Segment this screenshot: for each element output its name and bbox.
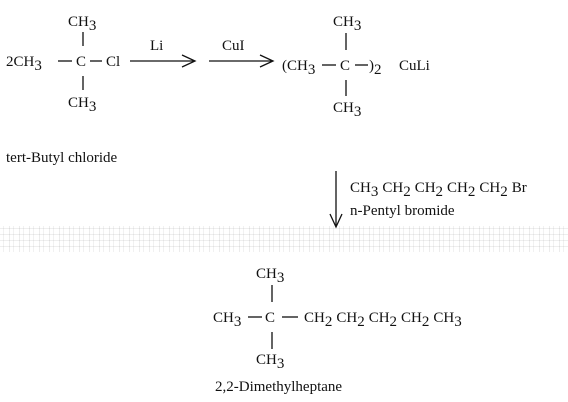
- arrow-cui: CuI: [209, 38, 275, 68]
- product-bottom-methyl: CH3: [256, 352, 284, 372]
- cuprate-structure: CH3 (CH3 C )2 CuLi CH3: [282, 14, 430, 120]
- product-name: 2,2-Dimethylheptane: [215, 379, 342, 395]
- arrow-down-head: [329, 213, 343, 229]
- cuprate-close: )2: [369, 58, 382, 78]
- cuprate-metal: CuLi: [399, 58, 430, 74]
- cuprate-top-methyl: CH3: [333, 14, 361, 34]
- reactant-central-carbon: C: [76, 54, 86, 70]
- cuprate-left-group: (CH3: [282, 58, 315, 78]
- reactant-name: tert-Butyl chloride: [6, 150, 118, 166]
- reagent-cui: CuI: [222, 38, 245, 54]
- reactant-structure: CH3 2CH3 C Cl CH3: [6, 14, 120, 115]
- reactant-chlorine: Cl: [106, 54, 120, 70]
- reagent-pentyl-bromide-name: n-Pentyl bromide: [350, 203, 455, 219]
- reactant-bottom-methyl: CH3: [68, 95, 96, 115]
- product-central-carbon: C: [265, 310, 275, 326]
- arrow-cui-head: [259, 54, 275, 68]
- scan-noise-band: [0, 226, 568, 252]
- arrow-li: Li: [130, 38, 197, 68]
- product-top-methyl: CH3: [256, 266, 284, 286]
- arrow-down: [329, 171, 343, 229]
- arrow-li-head: [181, 54, 197, 68]
- cuprate-bottom-methyl: CH3: [333, 100, 361, 120]
- reagent-li: Li: [150, 38, 163, 54]
- cuprate-central-carbon: C: [340, 58, 350, 74]
- reactant-top-methyl: CH3: [68, 14, 96, 34]
- product-left-methyl: CH3: [213, 310, 241, 330]
- reactant-left-group: 2CH3: [6, 54, 42, 74]
